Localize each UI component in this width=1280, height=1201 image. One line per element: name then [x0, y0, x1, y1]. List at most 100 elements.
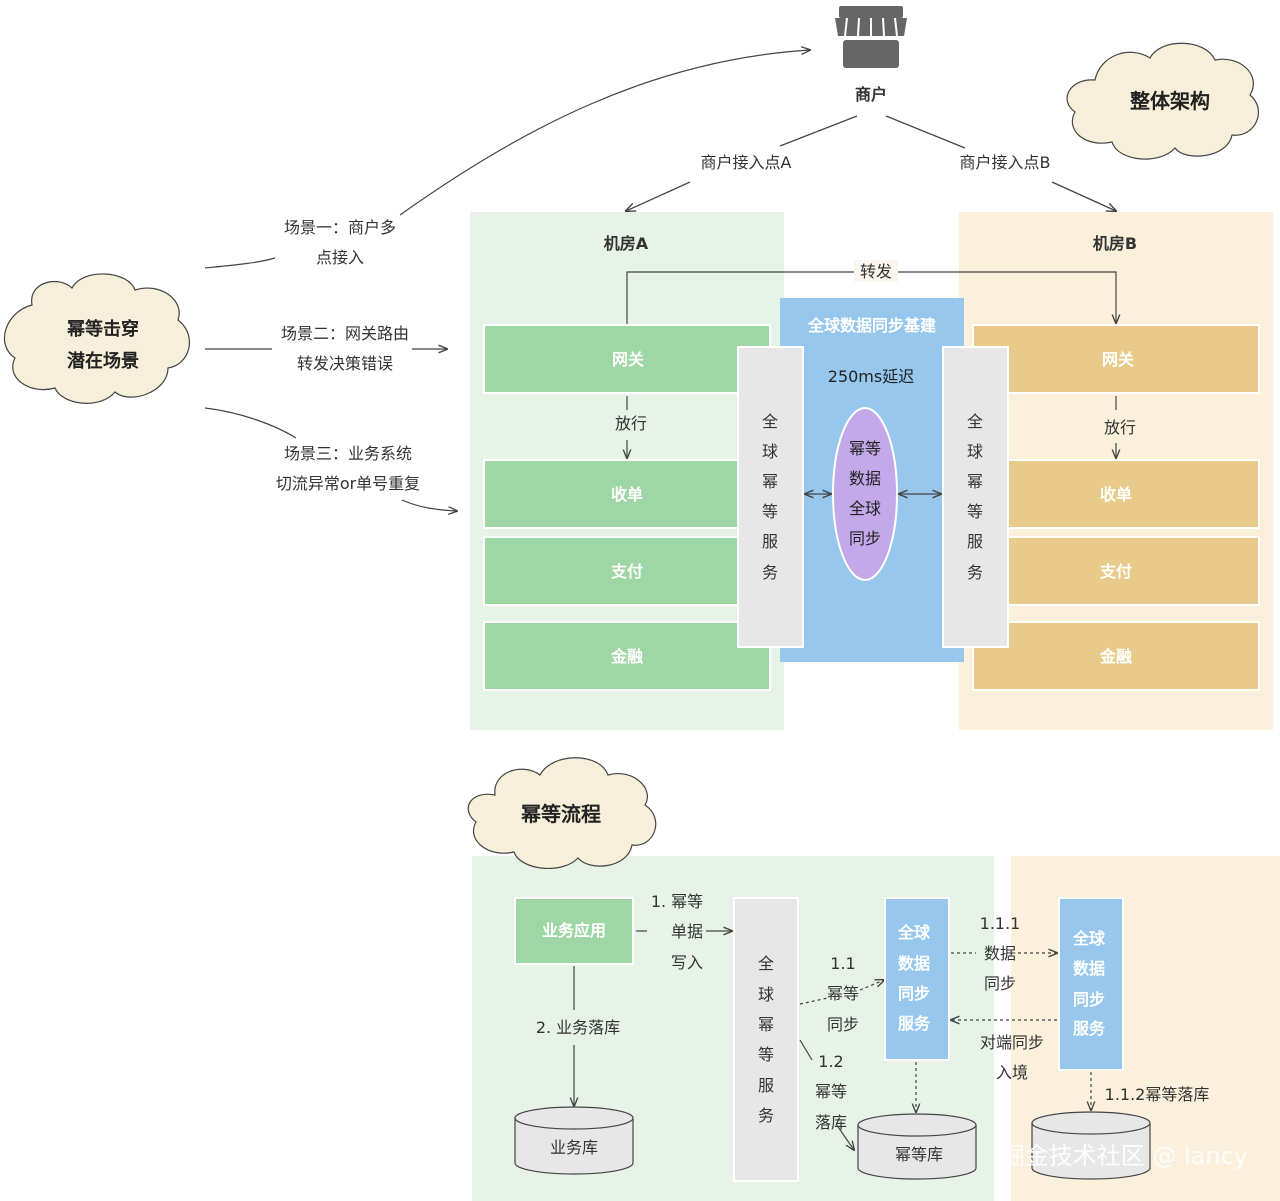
order-a-box [483, 459, 771, 529]
sync-service-a-line: 服务 [898, 1014, 931, 1033]
idem-service-b-char: 幂 [967, 472, 983, 491]
scene1-arc-lower [204, 257, 276, 269]
bottom-idem-char: 服 [758, 1076, 774, 1095]
scene1-arc-upper [399, 50, 810, 216]
order-a-label: 收单 [611, 485, 643, 504]
cloud-overall-label: 整体架构 [1129, 89, 1210, 113]
biz-app-box [514, 897, 634, 965]
database-icon [514, 1106, 634, 1175]
bottom-idem-service [733, 897, 799, 1182]
scene1-line2: 点接入 [316, 248, 364, 267]
database-icon [857, 1113, 977, 1180]
scene3-arc-lower [401, 499, 457, 511]
merchant-label: 商户 [855, 85, 887, 104]
sync-service-b-line: 同步 [1073, 990, 1105, 1009]
biz-app-label: 业务应用 [542, 921, 606, 940]
entry-a-line-lower [626, 181, 691, 211]
idem-service-a-char: 幂 [762, 472, 778, 491]
ellipse-line: 同步 [849, 529, 881, 548]
step111-line1: 1.1.1 [980, 914, 1021, 933]
cloud-scenes-line2: 潜在场景 [67, 350, 139, 372]
sync-service-b [1058, 897, 1124, 1071]
step111-line2: 数据 [984, 944, 1016, 963]
entry-b-line-lower [1051, 181, 1116, 211]
pass-a-label: 放行 [615, 414, 647, 433]
sync-service-b-line: 全球 [1072, 929, 1106, 948]
gateway-a-box [483, 324, 771, 394]
latency-label: 250ms延迟 [828, 367, 914, 386]
step1-line2: 单据 [671, 922, 703, 941]
bottom-idem-char: 等 [758, 1045, 774, 1064]
finance-b-box [972, 621, 1260, 691]
step12-line [799, 1039, 813, 1061]
step11-line3: 同步 [827, 1015, 859, 1034]
order-b-label: 收单 [1100, 485, 1132, 504]
scene3-arc-upper [204, 407, 297, 439]
cloud-icon [467, 757, 657, 870]
idem-data-global-sync [832, 407, 898, 581]
sync-service-a-line: 数据 [898, 954, 930, 973]
idem-db-label: 幂等库 [895, 1145, 943, 1164]
step11-line1: 1.1 [830, 954, 855, 973]
pay-a-label: 支付 [610, 562, 643, 581]
idem-service-a-char: 球 [762, 442, 778, 461]
finance-a-box [483, 621, 771, 691]
finance-b-label: 金融 [1099, 647, 1132, 666]
bottom-idem-char: 幂 [758, 1015, 774, 1034]
step1-line1: 1. 幂等 [651, 892, 703, 911]
step11-line-arrow [859, 980, 884, 991]
entry-a-label: 商户接入点A [701, 153, 792, 172]
scene2-line2: 转发决策错误 [297, 354, 393, 373]
cloud-icon [1066, 42, 1260, 160]
step111-line3: 同步 [984, 974, 1016, 993]
bottom-idem-char: 球 [758, 985, 774, 1004]
idem-service-a-char: 服 [762, 532, 778, 551]
idem-service-b-char: 全 [967, 412, 983, 431]
global-sync-base-label: 全球数据同步基建 [807, 316, 936, 335]
entry-a-line-upper [779, 115, 858, 147]
sync-service-a-line: 同步 [898, 984, 930, 1003]
gateway-a-label: 网关 [612, 350, 644, 369]
gateway-b-box [972, 324, 1260, 394]
scene1-line1: 场景一：商户多 [284, 218, 396, 237]
step12-line-arrow [835, 1123, 854, 1150]
store-icon [835, 6, 907, 68]
idem-service-b-char: 务 [967, 563, 983, 582]
database-icon [1031, 1111, 1151, 1180]
step112-label: 1.1.2幂等落库 [1105, 1085, 1210, 1104]
idem-service-a [737, 346, 804, 648]
pay-b-box [972, 536, 1260, 606]
ellipse-line: 数据 [849, 469, 881, 488]
cloud-scenes-line1: 幂等击穿 [66, 318, 139, 340]
finance-a-label: 金融 [610, 647, 643, 666]
idem-service-b-char: 球 [967, 442, 983, 461]
forward-label: 转发 [860, 262, 892, 281]
biz-db-label: 业务库 [550, 1138, 598, 1157]
idem-service-b-char: 服 [967, 532, 983, 551]
sync-service-b-line: 服务 [1073, 1019, 1106, 1038]
ellipse-line: 全球 [849, 499, 881, 518]
peer-sync-line1: 对端同步 [980, 1033, 1044, 1052]
scene3-line1: 场景三：业务系统 [284, 444, 412, 463]
step1-line3: 写入 [671, 953, 703, 972]
sync-service-b-line: 数据 [1073, 959, 1105, 978]
scene3-line2: 切流异常or单号重复 [276, 474, 420, 493]
idem-service-a-char: 务 [762, 563, 778, 582]
idem-service-a-char: 等 [762, 502, 778, 521]
entry-b-line-upper [885, 115, 966, 149]
peer-sync-line2: 入境 [996, 1063, 1028, 1082]
step12-line2: 幂等 [815, 1082, 847, 1101]
step2-label: 2. 业务落库 [536, 1018, 620, 1037]
room-b-label: 机房B [1093, 234, 1137, 253]
room-a-label: 机房A [604, 234, 649, 253]
step11-line [799, 997, 829, 1005]
cloud-flow-label: 幂等流程 [520, 802, 601, 826]
step12-line1: 1.2 [818, 1052, 843, 1071]
scene2-line1: 场景二：网关路由 [281, 324, 409, 343]
step11-line2: 幂等 [827, 984, 859, 1003]
idem-service-a-char: 全 [762, 412, 778, 431]
pay-b-label: 支付 [1099, 562, 1132, 581]
pass-b-label: 放行 [1104, 418, 1136, 437]
step12-line3: 落库 [815, 1113, 847, 1132]
